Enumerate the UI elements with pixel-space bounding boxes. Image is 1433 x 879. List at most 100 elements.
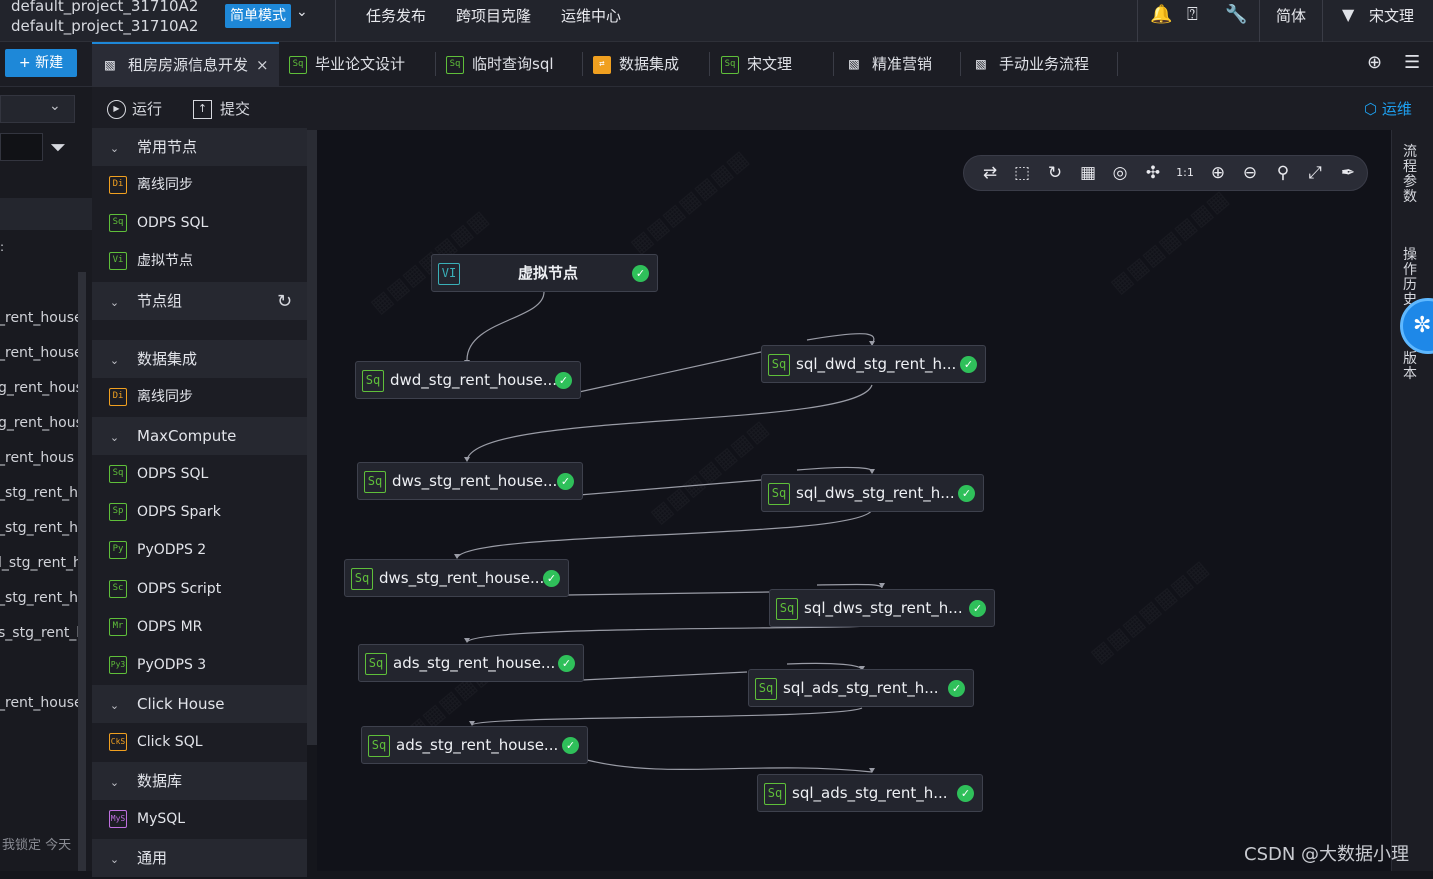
tree-item[interactable]: _rent_house xyxy=(0,345,80,361)
tree-item[interactable]: _stg_rent_h xyxy=(0,520,78,536)
edge-arrow xyxy=(859,666,865,671)
upload-icon: ↑ xyxy=(193,100,212,119)
mode-badge[interactable]: 简单模式 xyxy=(225,4,291,28)
group-common-nodes[interactable]: ⌄常用节点 xyxy=(92,128,307,166)
submit-button[interactable]: ↑提交 xyxy=(193,96,250,122)
group-maxcompute[interactable]: ⌄MaxCompute xyxy=(92,417,307,455)
nav-task-publish[interactable]: 任务发布 xyxy=(366,7,427,25)
tab-rental-dev[interactable]: ▧租房房源信息开发× xyxy=(92,42,279,86)
tree-item[interactable]: _rent_house xyxy=(0,695,80,711)
nav-ops-center[interactable]: 运维中心 xyxy=(561,7,622,25)
workflow-params-tab[interactable]: 流程参数 xyxy=(1403,144,1417,205)
zoom-in-icon[interactable]: ⊕ xyxy=(1210,163,1226,183)
close-icon[interactable]: × xyxy=(256,56,269,74)
tree-item[interactable]: g_rent_hous xyxy=(0,380,80,396)
tab-manual-workflow[interactable]: ▧手动业务流程 xyxy=(963,42,1089,86)
tree-item[interactable]: _rent_house xyxy=(0,310,80,326)
actual-size-icon[interactable]: 1:1 xyxy=(1176,166,1194,179)
tree-item[interactable]: _stg_rent_h xyxy=(0,590,78,606)
help-icon[interactable]: ⍰ xyxy=(1187,4,1198,25)
menu-icon[interactable]: ☰ xyxy=(1404,52,1421,73)
wrench-icon[interactable]: 🔧 xyxy=(1225,4,1248,25)
select-icon[interactable]: ⬚ xyxy=(1013,163,1031,183)
swap-icon[interactable]: ⇄ xyxy=(982,163,998,183)
layout-icon[interactable]: ◎ xyxy=(1112,163,1128,183)
edge-arrow xyxy=(869,469,875,474)
filter-icon[interactable]: ⏷ xyxy=(50,135,66,159)
format-icon[interactable]: ✒ xyxy=(1340,163,1356,183)
success-check-icon: ✓ xyxy=(632,265,649,282)
sql-icon: Sq xyxy=(446,55,464,74)
tree-filter-select[interactable]: ⌄ xyxy=(0,95,75,123)
version-tab[interactable]: 版本 xyxy=(1403,351,1417,382)
tab-label: 数据集成 xyxy=(619,55,680,73)
group-node-group[interactable]: ⌄节点组 xyxy=(92,282,307,320)
edge-arrow xyxy=(469,721,475,726)
refresh-icon[interactable]: ↻ xyxy=(277,291,293,312)
tree-scrollbar[interactable] xyxy=(78,272,86,871)
tree-item[interactable]: g_rent_hous xyxy=(0,415,80,431)
chevron-down-icon[interactable]: ⌄ xyxy=(296,4,308,20)
user-avatar-icon[interactable]: ▼ xyxy=(1342,5,1355,24)
tree-item[interactable]: _stg_rent_h xyxy=(0,485,78,501)
nav-cross-project-clone[interactable]: 跨项目克隆 xyxy=(456,7,532,25)
node-type-label: ODPS Script xyxy=(137,581,222,597)
fullscreen-icon[interactable]: ⤢ xyxy=(1308,163,1322,183)
center-icon[interactable]: ✣ xyxy=(1145,163,1161,183)
group-clickhouse[interactable]: ⌄Click House xyxy=(92,685,307,723)
tab-precision-marketing[interactable]: ▧精准营销 xyxy=(836,42,932,86)
search-icon[interactable]: ⚲ xyxy=(1276,163,1290,183)
zoom-out-icon[interactable]: ⊖ xyxy=(1242,163,1258,183)
grid-icon[interactable]: ▦ xyxy=(1079,163,1097,183)
group-data-integration[interactable]: ⌄数据集成 xyxy=(92,340,307,378)
tree-item[interactable]: s_stg_rent_h xyxy=(0,625,80,641)
tree-selected-row[interactable] xyxy=(0,198,92,230)
operation-history-tab[interactable]: 操作历史 xyxy=(1403,247,1417,308)
user-name[interactable]: 宋文理 xyxy=(1369,7,1415,25)
ops-link[interactable]: ⬡ 运维 xyxy=(1364,96,1412,122)
success-check-icon: ✓ xyxy=(558,655,575,672)
node-library-scrollbar[interactable] xyxy=(307,130,317,745)
tree-item[interactable]: _rent_hous xyxy=(0,450,75,466)
tab-dropdown-icon[interactable]: ⊕ xyxy=(1367,52,1383,73)
new-button[interactable]: + 新建 xyxy=(5,49,77,77)
refresh-icon[interactable]: ↻ xyxy=(1047,163,1063,183)
node-type-label: Click SQL xyxy=(137,734,203,750)
tab-data-integration[interactable]: ⇄数据集成 xyxy=(585,42,679,86)
bell-icon[interactable]: 🔔 xyxy=(1150,4,1173,25)
tree-search-input[interactable] xyxy=(0,133,43,161)
language-switch[interactable]: 简体 xyxy=(1276,7,1307,25)
group-general[interactable]: ⌄通用 xyxy=(92,839,307,877)
run-button[interactable]: ▶运行 xyxy=(107,96,162,122)
tree-item[interactable]: l_stg_rent_h xyxy=(0,555,80,571)
sql-icon: Sq xyxy=(362,369,384,392)
group-database[interactable]: ⌄数据库 xyxy=(92,762,307,800)
node-label: dws_stg_rent_house... xyxy=(379,569,545,587)
